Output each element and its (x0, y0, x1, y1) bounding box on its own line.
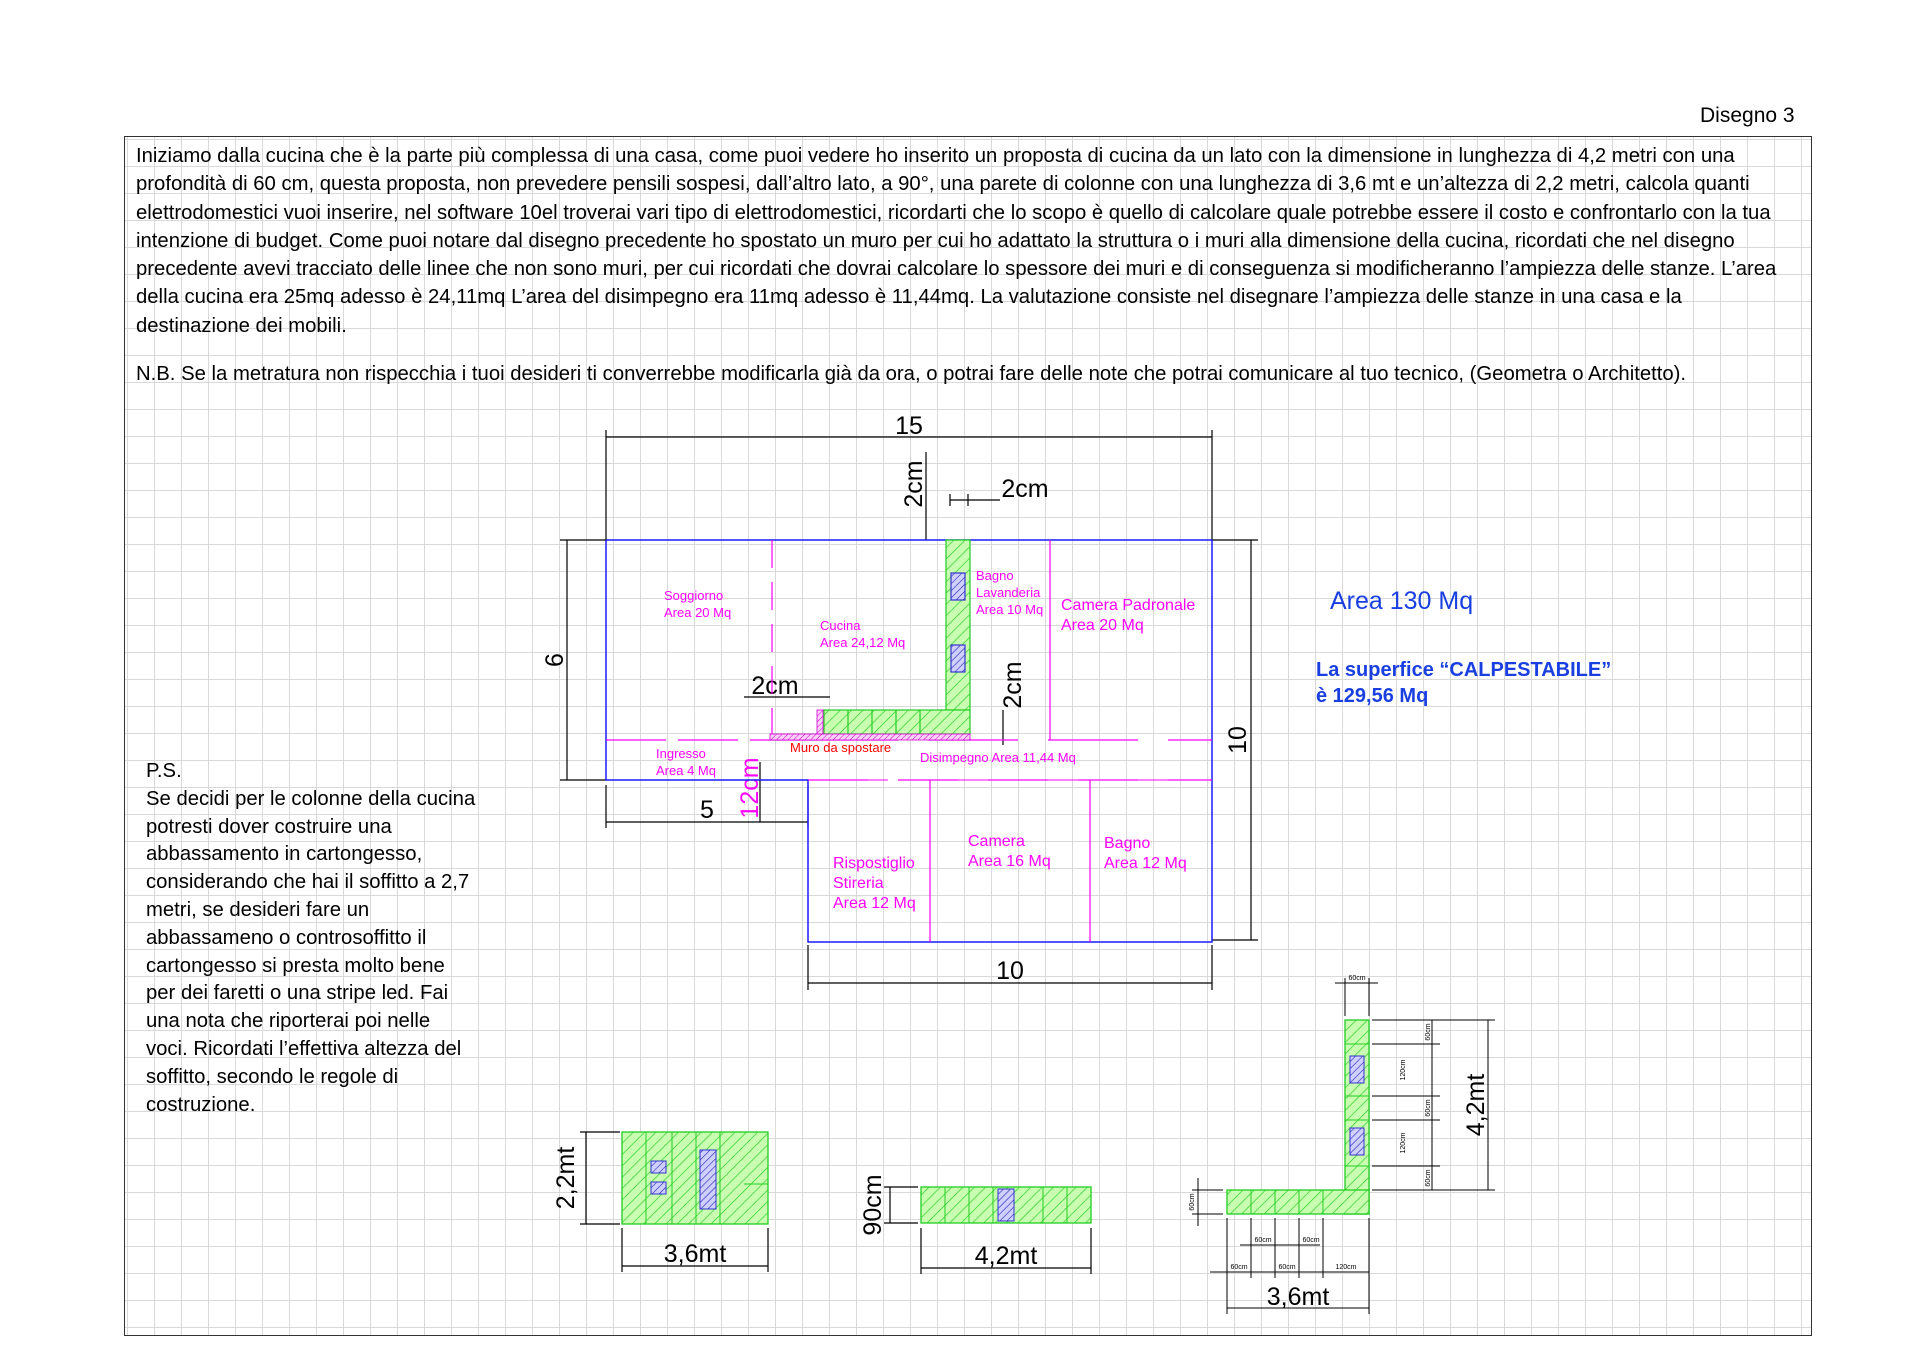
dim-top: 15 (895, 412, 923, 440)
l-side-60cm-b: 60cm (1425, 1099, 1432, 1116)
room-camera-padronale-area: Area 20 Mq (1061, 617, 1144, 634)
room-cucina-name: Cucina (820, 618, 861, 633)
dim-wall-cm-left: 2cm (751, 672, 798, 700)
l-side-120cm-b: 120cm (1400, 1132, 1407, 1153)
room-bagno-area: Area 12 Mq (1104, 855, 1187, 872)
note-paragraph: N.B. Se la metratura non rispecchia i tu… (136, 363, 1687, 385)
dim-wall-cm-mid: 2cm (999, 661, 1027, 708)
muro-da-spostare-label: Muro da spostare (790, 740, 891, 755)
kitchen-layout-plan (823, 539, 971, 735)
muro-da-spostare-wall (769, 733, 971, 741)
columns-width: 3,6mt (664, 1240, 727, 1268)
l-side-60cm-a: 60cm (1425, 1023, 1432, 1040)
dim-wall-v: 2cm (900, 460, 928, 507)
room-ripostiglio-name: Rispostiglio (833, 855, 915, 872)
l-bottom-60cm-b: 60cm (1302, 1237, 1319, 1244)
l-bottom-60cm-d: 60cm (1278, 1264, 1295, 1271)
l-bottom-60cm-a: 60cm (1254, 1237, 1271, 1244)
area-total: Area 130 Mq (1330, 587, 1473, 615)
l-bottom-120cm: 120cm (1335, 1264, 1356, 1271)
sheet-label: Disegno 3 (1700, 104, 1795, 127)
elevation-columns (580, 1131, 769, 1272)
l-top-60cm: 60cm (1348, 975, 1365, 982)
counter-height: 90cm (859, 1174, 887, 1235)
l-total-height: 4,2mt (1462, 1074, 1490, 1137)
dim-ingresso-gap: 12cm (736, 757, 764, 818)
room-bagno-name: Bagno (1104, 835, 1150, 852)
calpestabile-line1: La superfice “CALPESTABILE” (1316, 659, 1611, 681)
l-side-60cm-c: 60cm (1425, 1169, 1432, 1186)
room-ripostiglio-area: Area 12 Mq (833, 895, 916, 912)
room-disimpegno-label: Disimpegno Area 11,44 Mq (920, 750, 1076, 765)
elevation-counter (884, 1186, 1092, 1274)
room-bagno-lav-area: Area 10 Mq (976, 602, 1043, 617)
dim-left: 6 (541, 653, 569, 667)
intro-paragraph: Iniziamo dalla cucina che è la parte più… (136, 145, 1777, 337)
room-soggiorno-name: Soggiorno (664, 588, 723, 603)
dim-wall-h: 2cm (1001, 475, 1048, 503)
calpestabile-line2: è 129,56 Mq (1316, 685, 1428, 707)
wall-stub (816, 709, 824, 735)
columns-height: 2,2mt (552, 1147, 580, 1210)
ps-note: P.S. Se decidi per le colonne della cuci… (146, 760, 476, 1116)
counter-width: 4,2mt (975, 1242, 1038, 1270)
room-camera-padronale-name: Camera Padronale (1061, 597, 1195, 614)
room-camera-name: Camera (968, 833, 1025, 850)
dim-bottom: 10 (996, 957, 1024, 985)
room-camera-area: Area 16 Mq (968, 853, 1051, 870)
elevation-l-layout (1192, 978, 1495, 1314)
dim-bottom-left: 5 (700, 796, 714, 824)
dim-right: 10 (1224, 726, 1252, 754)
room-bagno-lav-name2: Lavanderia (976, 585, 1041, 600)
room-cucina-area: Area 24,12 Mq (820, 635, 905, 650)
room-ingresso-area: Area 4 Mq (656, 763, 716, 778)
l-total-width: 3,6mt (1267, 1283, 1330, 1311)
room-ripostiglio-name2: Stireria (833, 875, 884, 892)
l-left-60cm: 60cm (1189, 1193, 1196, 1210)
room-soggiorno-area: Area 20 Mq (664, 605, 731, 620)
room-ingresso-name: Ingresso (656, 746, 706, 761)
l-bottom-60cm-c: 60cm (1230, 1264, 1247, 1271)
l-side-120cm-a: 120cm (1400, 1059, 1407, 1080)
room-bagno-lav-name: Bagno (976, 568, 1014, 583)
